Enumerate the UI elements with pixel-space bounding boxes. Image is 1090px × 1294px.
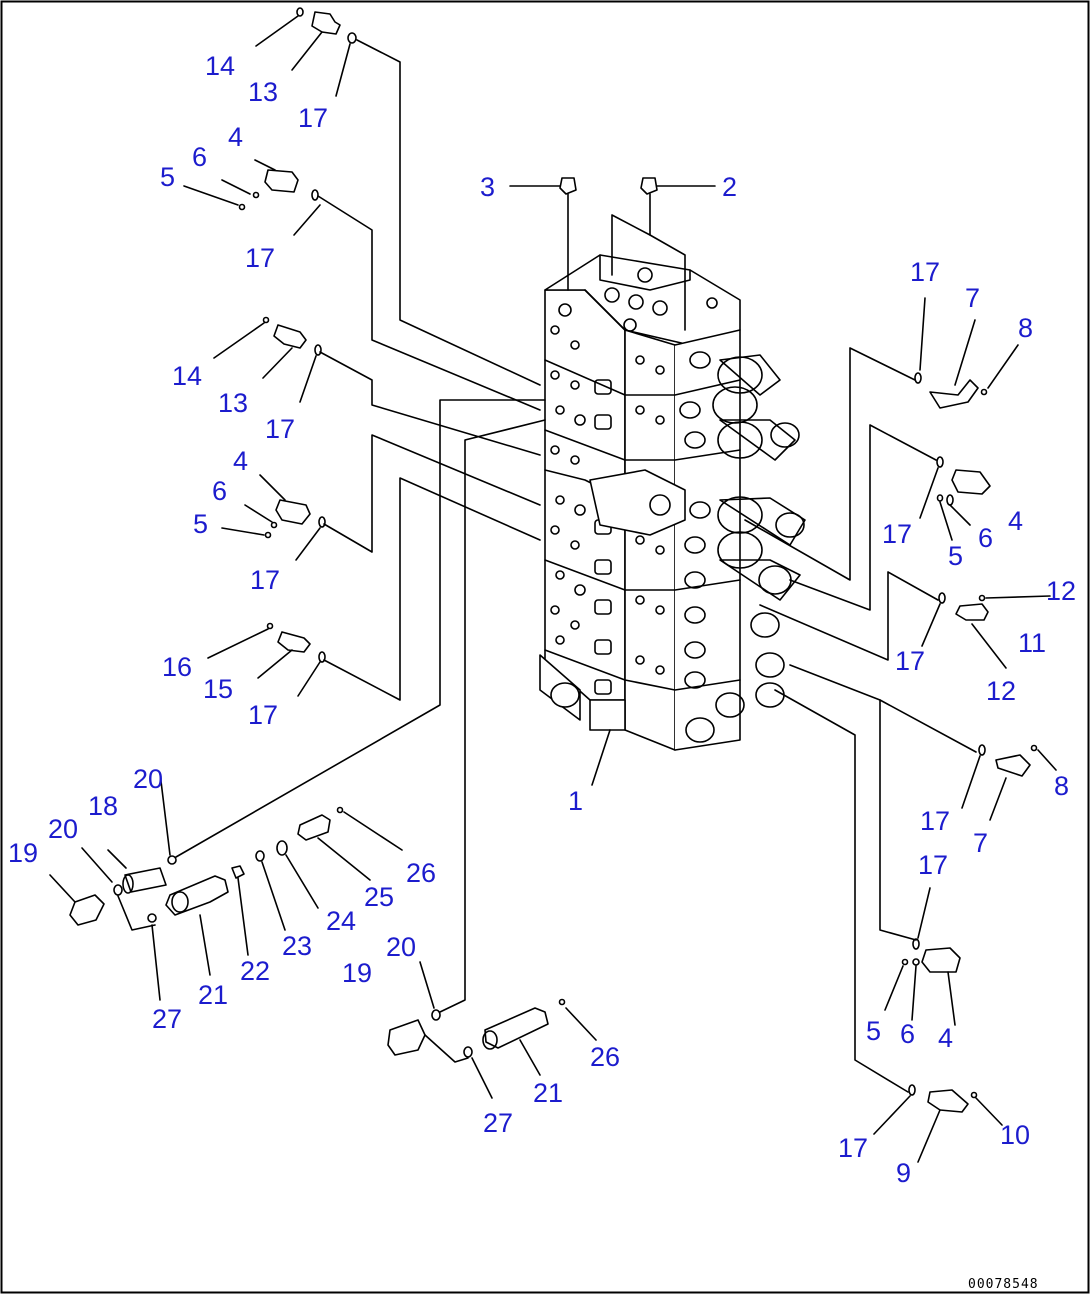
callout-5-lower-left: 5 [193, 509, 208, 539]
callout-1: 1 [568, 786, 583, 816]
callout-17-solenoid-right: 17 [882, 519, 912, 549]
callout-labels: 1 2 3 14 13 17 4 6 5 17 14 13 17 4 6 5 1… [8, 51, 1076, 1292]
callout-8-lower-right: 8 [1054, 771, 1069, 801]
callout-21-a: 21 [198, 980, 228, 1010]
callout-5-bottom-right: 5 [866, 1016, 881, 1046]
callout-17-middle: 17 [265, 414, 295, 444]
callout-16: 16 [162, 652, 192, 682]
callout-14-top: 14 [205, 51, 235, 81]
callout-17-middle-right: 17 [895, 646, 925, 676]
callout-6-upper-left: 6 [192, 142, 207, 172]
right-side-spool-caps [679, 351, 806, 743]
relief-valve-assembly-left [49, 399, 546, 1001]
callout-19-b: 19 [342, 958, 372, 988]
fitting-group-middle-right [759, 571, 1051, 669]
callout-4-upper-left: 4 [228, 122, 243, 152]
callout-6-solenoid-right: 6 [978, 523, 993, 553]
callout-17-upper-right: 17 [910, 257, 940, 287]
fitting-group-top-left [255, 7, 541, 386]
callout-12-a: 12 [1046, 576, 1076, 606]
callout-5-upper-left: 5 [160, 162, 175, 192]
fitting-group-bottom-right-4 [884, 887, 961, 1026]
fitting-group-lower-right [789, 664, 1057, 941]
callout-23: 23 [282, 931, 312, 961]
callout-8-upper-right: 8 [1018, 313, 1033, 343]
callout-11: 11 [1018, 628, 1046, 658]
callout-20-b: 20 [48, 814, 78, 844]
callout-4-solenoid-right: 4 [1008, 506, 1023, 536]
callout-20-c: 20 [386, 932, 416, 962]
callout-7-lower-right: 7 [973, 828, 988, 858]
callout-6-lower-left: 6 [212, 476, 227, 506]
callout-6-bottom-right: 6 [900, 1019, 915, 1049]
fitting-group-upper-right [744, 297, 1019, 581]
control-valve-body [539, 254, 806, 751]
callout-3: 3 [480, 172, 495, 202]
callout-4-bottom-right: 4 [938, 1023, 953, 1053]
callout-10: 10 [1000, 1120, 1030, 1150]
callout-21-b: 21 [533, 1078, 563, 1108]
fitting-group-lower-left [221, 434, 541, 561]
callout-13-middle: 13 [218, 388, 248, 418]
plug-3 [509, 177, 577, 291]
callout-14-middle: 14 [172, 361, 202, 391]
fitting-group-middle-left [213, 316, 541, 456]
callout-17-lower-left: 17 [250, 565, 280, 595]
callout-7-upper-right: 7 [965, 283, 980, 313]
callout-4-lower-left: 4 [233, 446, 248, 476]
callout-18: 18 [88, 791, 118, 821]
callout-13-top: 13 [248, 77, 278, 107]
leader-part-1 [591, 729, 611, 786]
plug-2 [611, 177, 716, 331]
callout-15: 15 [203, 674, 233, 704]
drawing-number: 00078548 [968, 1277, 1039, 1292]
callout-17-bottom-right: 17 [918, 850, 948, 880]
callout-25: 25 [364, 882, 394, 912]
callout-27-a: 27 [152, 1004, 182, 1034]
callout-19-a: 19 [8, 838, 38, 868]
relief-valve-assembly-center [387, 419, 597, 1099]
callout-22: 22 [240, 956, 270, 986]
fitting-group-bottom-right-9 [774, 689, 1003, 1163]
callout-17-lower-right: 17 [920, 806, 950, 836]
callout-2: 2 [722, 172, 737, 202]
fitting-group-upper-left [183, 159, 541, 411]
callout-17-bottom-right-9: 17 [838, 1133, 868, 1163]
fitting-group-solenoid-right [789, 424, 991, 611]
callout-5-solenoid-right: 5 [948, 541, 963, 571]
callout-17-top: 17 [298, 103, 328, 133]
callout-26-b: 26 [590, 1042, 620, 1072]
callout-12-b: 12 [986, 676, 1016, 706]
callout-24: 24 [326, 906, 356, 936]
fitting-group-bottom-left [207, 477, 541, 701]
callout-26-a: 26 [406, 858, 436, 888]
callout-9: 9 [896, 1158, 911, 1188]
callout-20-a: 20 [133, 764, 163, 794]
callout-17-upper-left: 17 [245, 243, 275, 273]
callout-27-b: 27 [483, 1108, 513, 1138]
callout-17-bottom-left: 17 [248, 700, 278, 730]
